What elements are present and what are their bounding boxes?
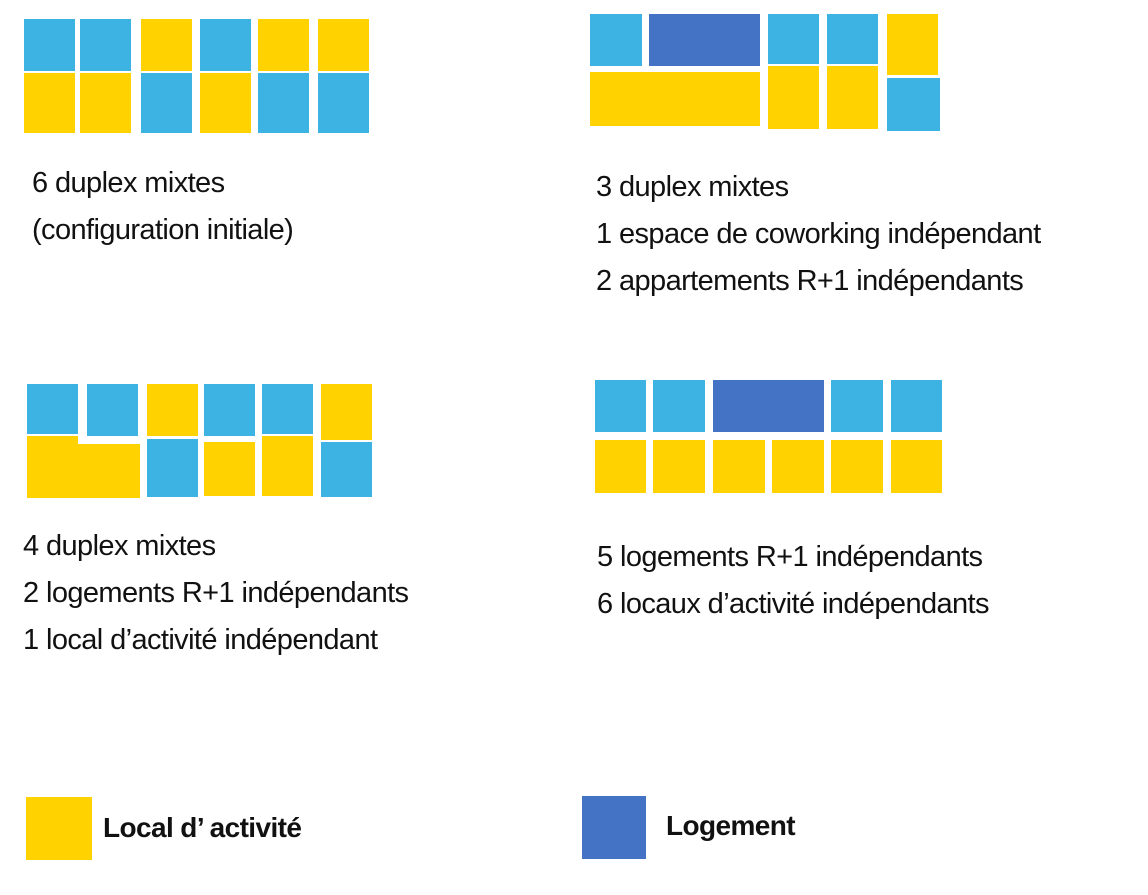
- unit-block: [258, 73, 309, 133]
- configuration-2-caption: 3 duplex mixtes 1 espace de coworking in…: [596, 164, 1041, 305]
- configuration-4-diagram: [0, 0, 942, 493]
- configuration-4-caption: 5 logements R+1 indépendants 6 locaux d’…: [597, 534, 990, 628]
- activity-block: [891, 440, 942, 493]
- activity-block: [78, 444, 140, 498]
- unit-block: [147, 439, 198, 497]
- activity-block: [653, 440, 705, 493]
- unit-block: [891, 380, 942, 432]
- unit-block: [827, 66, 878, 129]
- activity-block: [590, 72, 760, 126]
- unit-block: [80, 19, 131, 71]
- unit-block: [321, 384, 372, 440]
- configuration-1-caption: 6 duplex mixtes (configuration initiale): [32, 160, 294, 254]
- unit-block: [80, 73, 131, 133]
- unit-block: [258, 19, 309, 71]
- unit-block: [200, 73, 251, 133]
- caption-line: 4 duplex mixtes: [23, 530, 216, 562]
- housing-block: [713, 380, 824, 432]
- unit-block: [590, 14, 642, 66]
- caption-line: 6 locaux d’activité indépendants: [597, 588, 990, 620]
- unit-block: [141, 73, 192, 133]
- activity-block: [772, 440, 824, 493]
- unit-block: [321, 442, 372, 497]
- unit-block: [24, 73, 75, 133]
- unit-block: [147, 384, 198, 436]
- caption-line: 3 duplex mixtes: [596, 171, 789, 203]
- unit-block: [318, 19, 369, 71]
- unit-block: [768, 66, 819, 129]
- unit-block: [595, 380, 646, 432]
- activity-block: [713, 440, 765, 493]
- unit-block: [24, 19, 75, 71]
- caption-line: 2 logements R+1 indépendants: [23, 577, 409, 609]
- caption-line: 1 espace de coworking indépendant: [596, 218, 1041, 250]
- legend-housing: Logement: [0, 0, 796, 859]
- configuration-3-diagram: [0, 0, 372, 498]
- caption-line: 1 local d’activité indépendant: [23, 624, 378, 656]
- activity-block: [831, 440, 883, 493]
- activity-block: [27, 436, 78, 498]
- housing-block: [649, 14, 760, 66]
- unit-block: [204, 442, 255, 496]
- unit-block: [831, 380, 883, 432]
- configuration-1-diagram: [0, 0, 369, 133]
- unit-block: [87, 384, 138, 436]
- unit-block: [141, 19, 192, 71]
- unit-block: [887, 14, 938, 75]
- legend-activity-label: Local d’ activité: [103, 812, 302, 843]
- unit-block: [200, 19, 251, 71]
- legend-activity: Local d’ activité: [0, 0, 302, 860]
- unit-block: [204, 384, 255, 436]
- unit-block: [27, 384, 78, 434]
- unit-block: [262, 384, 313, 434]
- caption-line: 6 duplex mixtes: [32, 167, 225, 199]
- unit-block: [768, 14, 819, 64]
- caption-line: 5 logements R+1 indépendants: [597, 541, 983, 573]
- caption-line: (configuration initiale): [32, 214, 294, 246]
- caption-line: 2 appartements R+1 indépendants: [596, 265, 1024, 297]
- unit-block: [262, 436, 313, 496]
- legend-housing-label: Logement: [666, 810, 796, 841]
- configuration-2-diagram: [0, 0, 940, 131]
- unit-block: [827, 14, 878, 64]
- unit-block: [653, 380, 705, 432]
- unit-block: [887, 78, 940, 131]
- configuration-3-caption: 4 duplex mixtes 2 logements R+1 indépend…: [23, 523, 409, 664]
- housing-swatch: [582, 796, 646, 859]
- activity-swatch: [26, 797, 92, 860]
- unit-block: [318, 73, 369, 133]
- activity-block: [595, 440, 646, 493]
